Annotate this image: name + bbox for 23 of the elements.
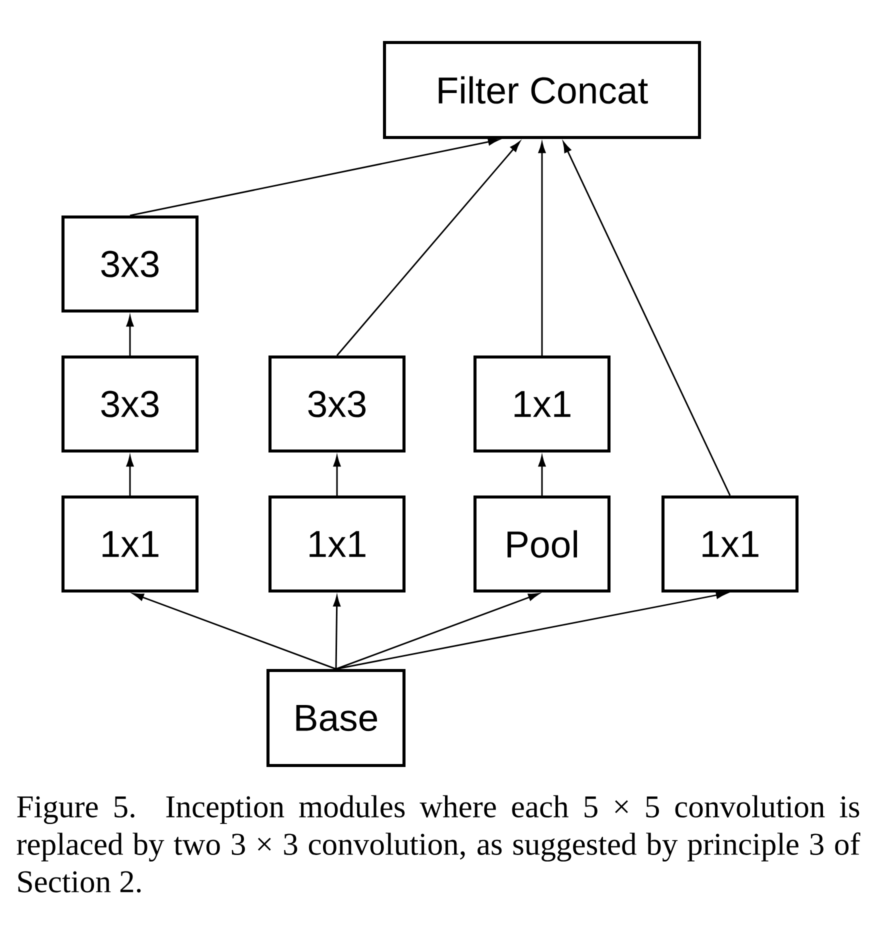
arrow [538,456,546,496]
arrow [130,138,499,216]
layer-box: Pool [473,495,611,593]
layer-box: 3x3 [61,355,199,453]
layer-box: 1x1 [268,495,406,593]
arrow [132,593,336,670]
caption: Figure 5. Inception modules where each 5 × 5 convolution is replaced by two 3 × 3 convolution, as suggested by principle 3 of Section 2. [16,795,860,893]
layer-box: Filter Concat [382,40,702,140]
layer-box: Base [266,668,406,768]
arrow [126,316,134,356]
arrow [333,596,340,669]
layer-box: 1x1 [473,355,611,453]
arrow [538,142,546,356]
layer-box: 3x3 [61,215,199,313]
arrow [336,591,727,670]
arrow [126,456,134,496]
layer-box: 1x1 [661,495,799,593]
arrow [336,141,520,356]
arrow [333,456,341,496]
layer-box: 1x1 [61,495,199,593]
arrow [336,593,540,670]
layer-box: 3x3 [268,355,406,453]
arrow [562,142,731,496]
